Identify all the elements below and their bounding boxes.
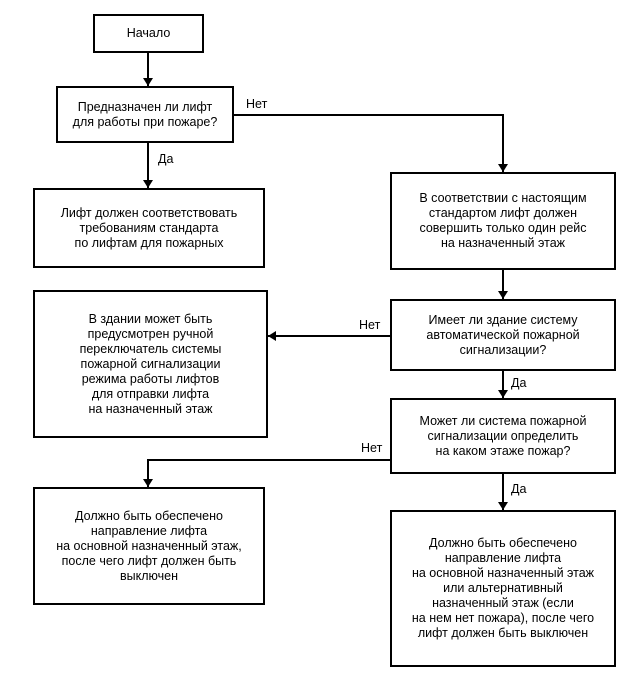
decision-alarm-system-box: Имеет ли здание систему автоматической п… bbox=[390, 299, 616, 371]
alt-floor-label: Должно быть обеспечено направление лифта… bbox=[411, 536, 595, 640]
start-label: Начало bbox=[126, 26, 171, 40]
main-floor-label: Должно быть обеспечено направление лифта… bbox=[56, 508, 242, 583]
manual-switch-label: В здании может быть предусмотрен ручной … bbox=[79, 311, 222, 416]
label-no-fire-lift: Нет bbox=[246, 97, 268, 111]
label-no-detect: Нет bbox=[361, 441, 383, 455]
single-trip-label: В соответствии с настоящим стандартом ли… bbox=[419, 191, 587, 250]
label-yes-alarm: Да bbox=[511, 376, 527, 390]
arrow-q3-no bbox=[143, 459, 390, 487]
arrow-q1-no bbox=[234, 114, 508, 172]
alt-floor-box: Должно быть обеспечено направление лифта… bbox=[390, 510, 616, 667]
label-no-alarm: Нет bbox=[359, 318, 381, 332]
decision-fire-lift-label: Предназначен ли лифт для работы при пожа… bbox=[72, 99, 218, 129]
label-yes-detect: Да bbox=[511, 482, 527, 496]
label-yes-fire-lift: Да bbox=[158, 152, 174, 166]
single-trip-box: В соответствии с настоящим стандартом ли… bbox=[390, 172, 616, 270]
start-box: Начало bbox=[93, 14, 204, 53]
fire-lift-standard-label: Лифт должен соответствовать требованиям … bbox=[60, 205, 238, 250]
fire-lift-standard-box: Лифт должен соответствовать требованиям … bbox=[33, 188, 265, 268]
decision-detect-floor-label: Может ли система пожарной сигнализации о… bbox=[419, 413, 587, 458]
manual-switch-box: В здании может быть предусмотрен ручной … bbox=[33, 290, 268, 438]
decision-alarm-system-label: Имеет ли здание систему автоматической п… bbox=[426, 312, 580, 357]
main-floor-box: Должно быть обеспечено направление лифта… bbox=[33, 487, 265, 605]
decision-detect-floor-box: Может ли система пожарной сигнализации о… bbox=[390, 398, 616, 474]
decision-fire-lift-box: Предназначен ли лифт для работы при пожа… bbox=[56, 86, 234, 143]
